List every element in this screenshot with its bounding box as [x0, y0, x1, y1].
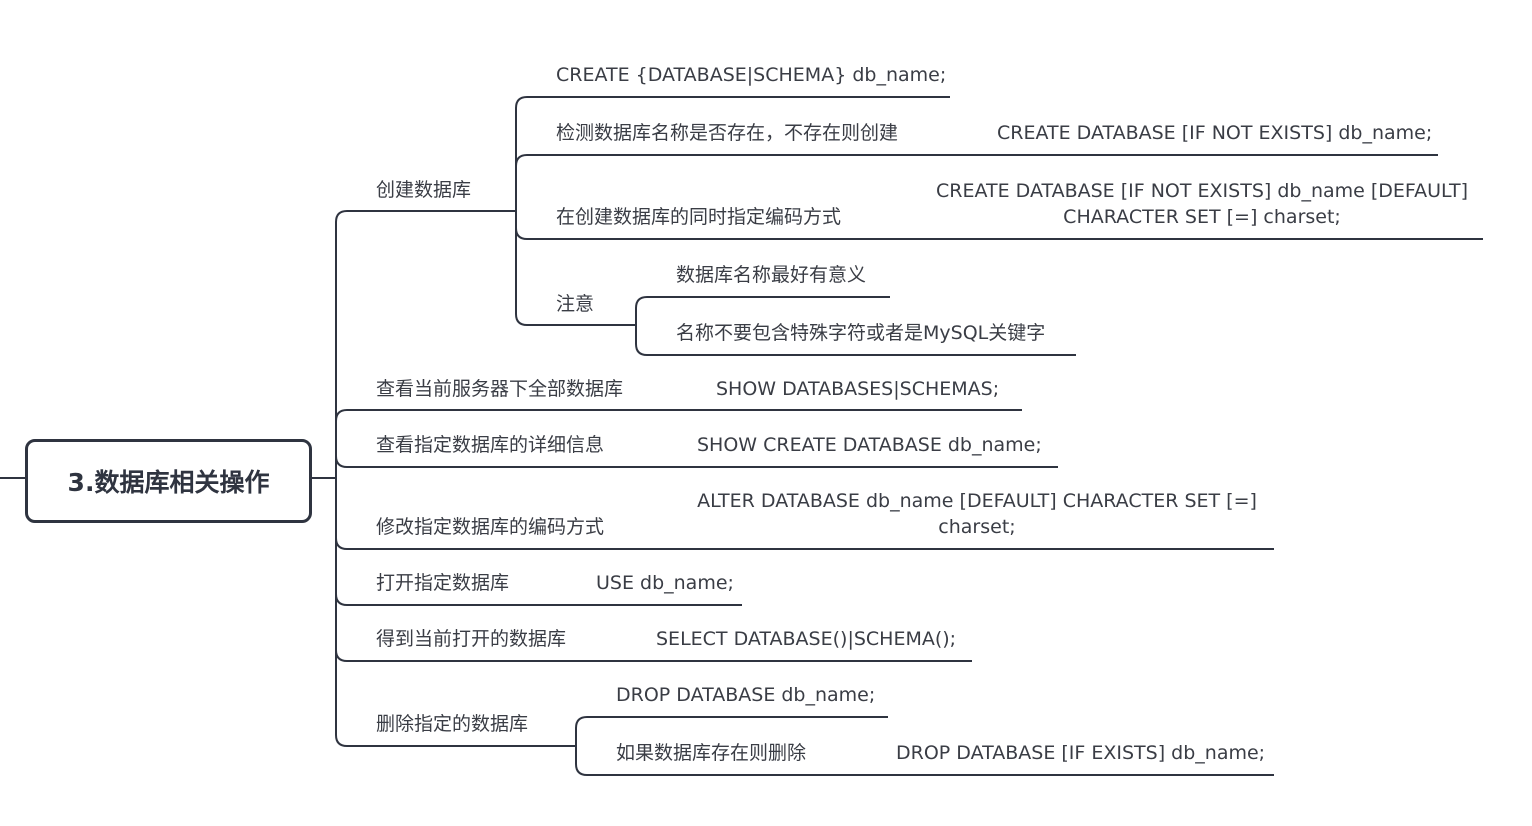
topic-use-database[interactable]: 打开指定数据库: [376, 572, 510, 594]
alter-sql[interactable]: ALTER DATABASE db_name [DEFAULT] CHARACT…: [692, 488, 1262, 540]
show-create-sql[interactable]: SHOW CREATE DATABASE db_name;: [697, 434, 1042, 456]
charset-sql-line2: CHARACTER SET [=] charset;: [1063, 206, 1341, 228]
topic-show-all-databases[interactable]: 查看当前服务器下全部数据库: [376, 378, 624, 400]
root-title: 3.数据库相关操作: [67, 468, 270, 497]
topic-create-database[interactable]: 创建数据库: [376, 179, 472, 201]
drop-if-exists-sql[interactable]: DROP DATABASE [IF EXISTS] db_name;: [896, 742, 1266, 764]
check-exists-sql[interactable]: CREATE DATABASE [IF NOT EXISTS] db_name;: [997, 122, 1433, 144]
charset-on-create-sql[interactable]: CREATE DATABASE [IF NOT EXISTS] db_name …: [932, 178, 1472, 230]
create-syntax[interactable]: CREATE {DATABASE|SCHEMA} db_name;: [556, 64, 947, 86]
charset-sql-line1: CREATE DATABASE [IF NOT EXISTS] db_name …: [936, 180, 1468, 202]
note-meaningful-name[interactable]: 数据库名称最好有意义: [676, 264, 867, 286]
topic-current-database[interactable]: 得到当前打开的数据库: [376, 628, 567, 650]
use-sql[interactable]: USE db_name;: [596, 572, 734, 594]
topic-show-database-detail[interactable]: 查看指定数据库的详细信息: [376, 434, 605, 456]
topic-drop-database[interactable]: 删除指定的数据库: [376, 713, 529, 735]
root-topic[interactable]: 3.数据库相关操作: [25, 439, 312, 523]
topic-drop-if-exists[interactable]: 如果数据库存在则删除: [616, 742, 807, 764]
drop-sql[interactable]: DROP DATABASE db_name;: [616, 684, 876, 706]
show-all-sql[interactable]: SHOW DATABASES|SCHEMAS;: [716, 378, 1000, 400]
topic-charset-on-create[interactable]: 在创建数据库的同时指定编码方式: [556, 206, 842, 228]
topic-note[interactable]: 注意: [556, 293, 595, 315]
alter-sql-line1: ALTER DATABASE db_name [DEFAULT] CHARACT…: [697, 490, 1257, 512]
select-sql[interactable]: SELECT DATABASE()|SCHEMA();: [656, 628, 957, 650]
alter-sql-line2: charset;: [938, 516, 1016, 538]
note-no-special-chars[interactable]: 名称不要包含特殊字符或者是MySQL关键字: [676, 322, 1046, 344]
topic-alter-charset[interactable]: 修改指定数据库的编码方式: [376, 516, 605, 538]
topic-check-exists[interactable]: 检测数据库名称是否存在，不存在则创建: [556, 122, 899, 144]
